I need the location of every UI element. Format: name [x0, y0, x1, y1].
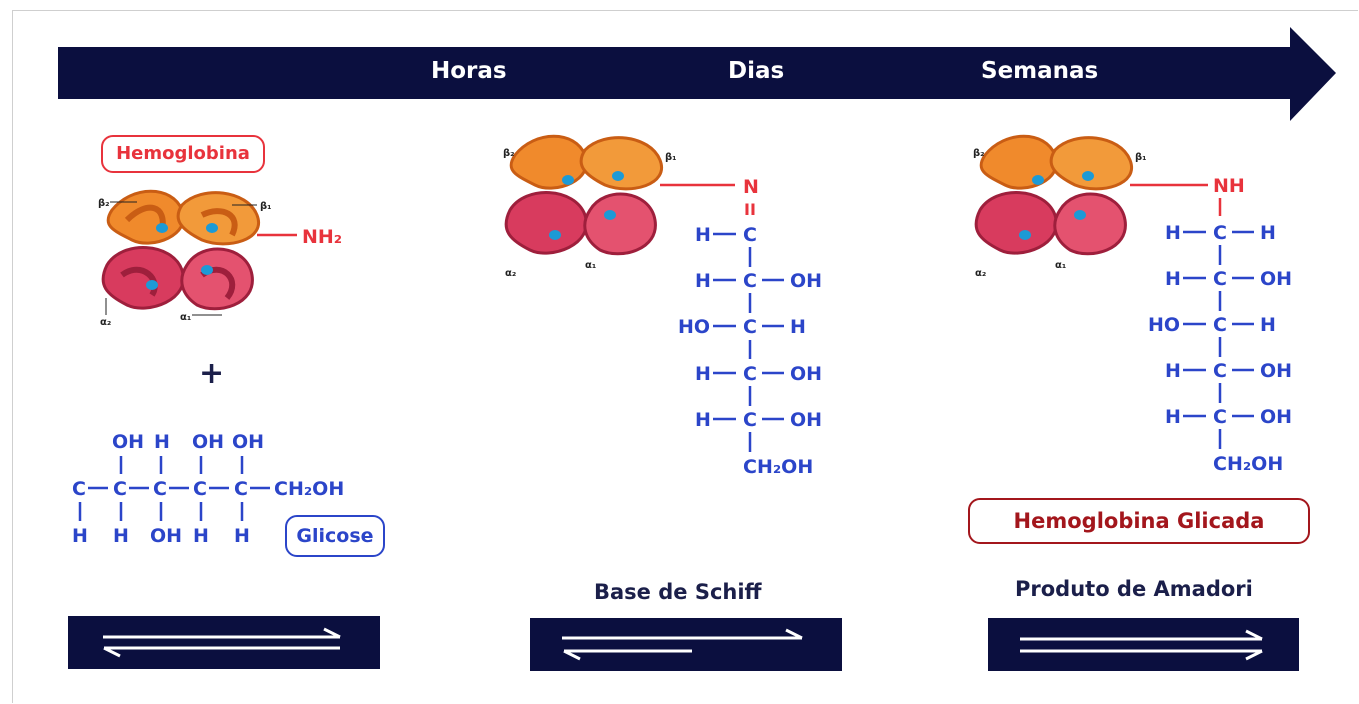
schiff-row4-center: C — [743, 363, 757, 385]
schiff-row5-center: C — [743, 409, 757, 431]
amadori-row4-center: C — [1213, 360, 1227, 382]
timeline-label-weeks: Semanas — [981, 58, 1099, 84]
timeline-label-days: Dias — [728, 58, 785, 84]
amadori-row3-left: HO — [1148, 314, 1180, 336]
glucose-chain-1: C — [72, 478, 86, 500]
schiff-row3-right: H — [790, 316, 806, 338]
amadori-row5-center: C — [1213, 406, 1227, 428]
equilibrium-arrows-forward-favored — [562, 628, 803, 661]
subunit-label-alpha2: α₂ — [100, 317, 111, 328]
glucose-bottom-4: H — [193, 525, 209, 547]
schiff-row2-left: H — [695, 270, 711, 292]
hemoglobin-beta-subunits — [106, 189, 261, 246]
amadori-row1-center: C — [1213, 222, 1227, 244]
glycated-hemoglobin-label: Hemoglobina Glicada — [968, 498, 1310, 544]
amadori-subunit-beta2: β₂ — [973, 148, 985, 159]
amadori-product-structure: β₂ β₁ α₂ α₁ NH H C H H C OH HO C H H C O… — [973, 134, 1292, 475]
amadori-subunit-alpha2: α₂ — [975, 268, 986, 279]
schiff-row2-center: C — [743, 270, 757, 292]
glucose-top-3: OH — [192, 431, 224, 453]
glucose-bottom-1: H — [72, 525, 88, 547]
glucose-bottom-2: H — [113, 525, 129, 547]
glucose-top-4: OH — [232, 431, 264, 453]
timeline-label-hours: Horas — [431, 58, 507, 84]
schiff-terminal: CH₂OH — [743, 456, 813, 478]
amadori-row2-left: H — [1165, 268, 1181, 290]
schiff-row3-left: HO — [678, 316, 710, 338]
glucose-chain-5: C — [234, 478, 248, 500]
amadori-row3-right: H — [1260, 314, 1276, 336]
schiff-row1-left: H — [695, 224, 711, 246]
glucose-bottom-5: H — [234, 525, 250, 547]
hemoglobin-molecule: NH₂ β₂ β₁ α₂ α₁ — [98, 189, 342, 328]
amadori-row4-right: OH — [1260, 360, 1292, 382]
diagram-frame — [12, 10, 1358, 703]
amadori-terminal: CH₂OH — [1213, 453, 1283, 475]
glucose-bottom-3: OH — [150, 525, 182, 547]
amadori-row2-center: C — [1213, 268, 1227, 290]
equilibrium-arrows-forward — [1020, 629, 1263, 661]
amine-group: NH₂ — [302, 226, 342, 248]
heme-groups — [146, 223, 218, 290]
amadori-subunit-alpha1: α₁ — [1055, 260, 1066, 271]
subunit-label-beta1: β₁ — [260, 201, 272, 212]
glucose-chain-2: C — [113, 478, 127, 500]
schiff-subunit-beta2: β₂ — [503, 148, 515, 159]
hemoglobin-label: Hemoglobina — [101, 135, 265, 173]
glucose-chain-4: C — [193, 478, 207, 500]
schiff-subunit-alpha2: α₂ — [505, 268, 516, 279]
schiff-row1-center: C — [743, 224, 757, 246]
glucose-chain-6: CH₂OH — [274, 478, 344, 500]
hemoglobin-molecule-amadori — [974, 134, 1134, 256]
glucose-structure: OH H OH OH C C C C C CH₂OH H H OH H H — [72, 431, 344, 547]
hemoglobin-alpha-subunits — [101, 246, 254, 311]
amadori-row1-left: H — [1165, 222, 1181, 244]
plus-sign: + — [199, 356, 225, 391]
subunit-label-beta2: β₂ — [98, 198, 110, 209]
equilibrium-box-balanced — [68, 616, 380, 669]
equilibrium-box-forward-favored — [530, 618, 842, 671]
amadori-row5-right: OH — [1260, 406, 1292, 428]
schiff-subunit-beta1: β₁ — [665, 152, 677, 163]
schiff-double-bond: II — [744, 200, 756, 219]
amadori-nitrogen: NH — [1213, 175, 1245, 197]
schiff-nitrogen: N — [743, 176, 759, 198]
amadori-subunit-beta1: β₁ — [1135, 152, 1147, 163]
glucose-top-2: H — [154, 431, 170, 453]
amadori-row5-left: H — [1165, 406, 1181, 428]
amadori-row4-left: H — [1165, 360, 1181, 382]
schiff-row5-right: OH — [790, 409, 822, 431]
glucose-chain-3: C — [153, 478, 167, 500]
amadori-row1-right: H — [1260, 222, 1276, 244]
glucose-top-1: OH — [112, 431, 144, 453]
equilibrium-box-forward — [988, 618, 1299, 671]
glucose-label: Glicose — [285, 515, 385, 557]
hemoglobin-molecule-schiff — [504, 134, 664, 256]
subunit-label-alpha1: α₁ — [180, 312, 191, 323]
schiff-base-structure: β₂ β₁ α₂ α₁ N II H C H C OH HO C H H C O… — [503, 134, 822, 478]
schiff-row4-right: OH — [790, 363, 822, 385]
schiff-row5-left: H — [695, 409, 711, 431]
schiff-base-caption: Base de Schiff — [594, 580, 762, 604]
schiff-row3-center: C — [743, 316, 757, 338]
amadori-product-caption: Produto de Amadori — [1015, 577, 1253, 601]
schiff-row2-right: OH — [790, 270, 822, 292]
equilibrium-arrows-balanced — [103, 627, 341, 658]
schiff-subunit-alpha1: α₁ — [585, 260, 596, 271]
time-arrow — [58, 27, 1336, 121]
schiff-row4-left: H — [695, 363, 711, 385]
amadori-row2-right: OH — [1260, 268, 1292, 290]
amadori-row3-center: C — [1213, 314, 1227, 336]
